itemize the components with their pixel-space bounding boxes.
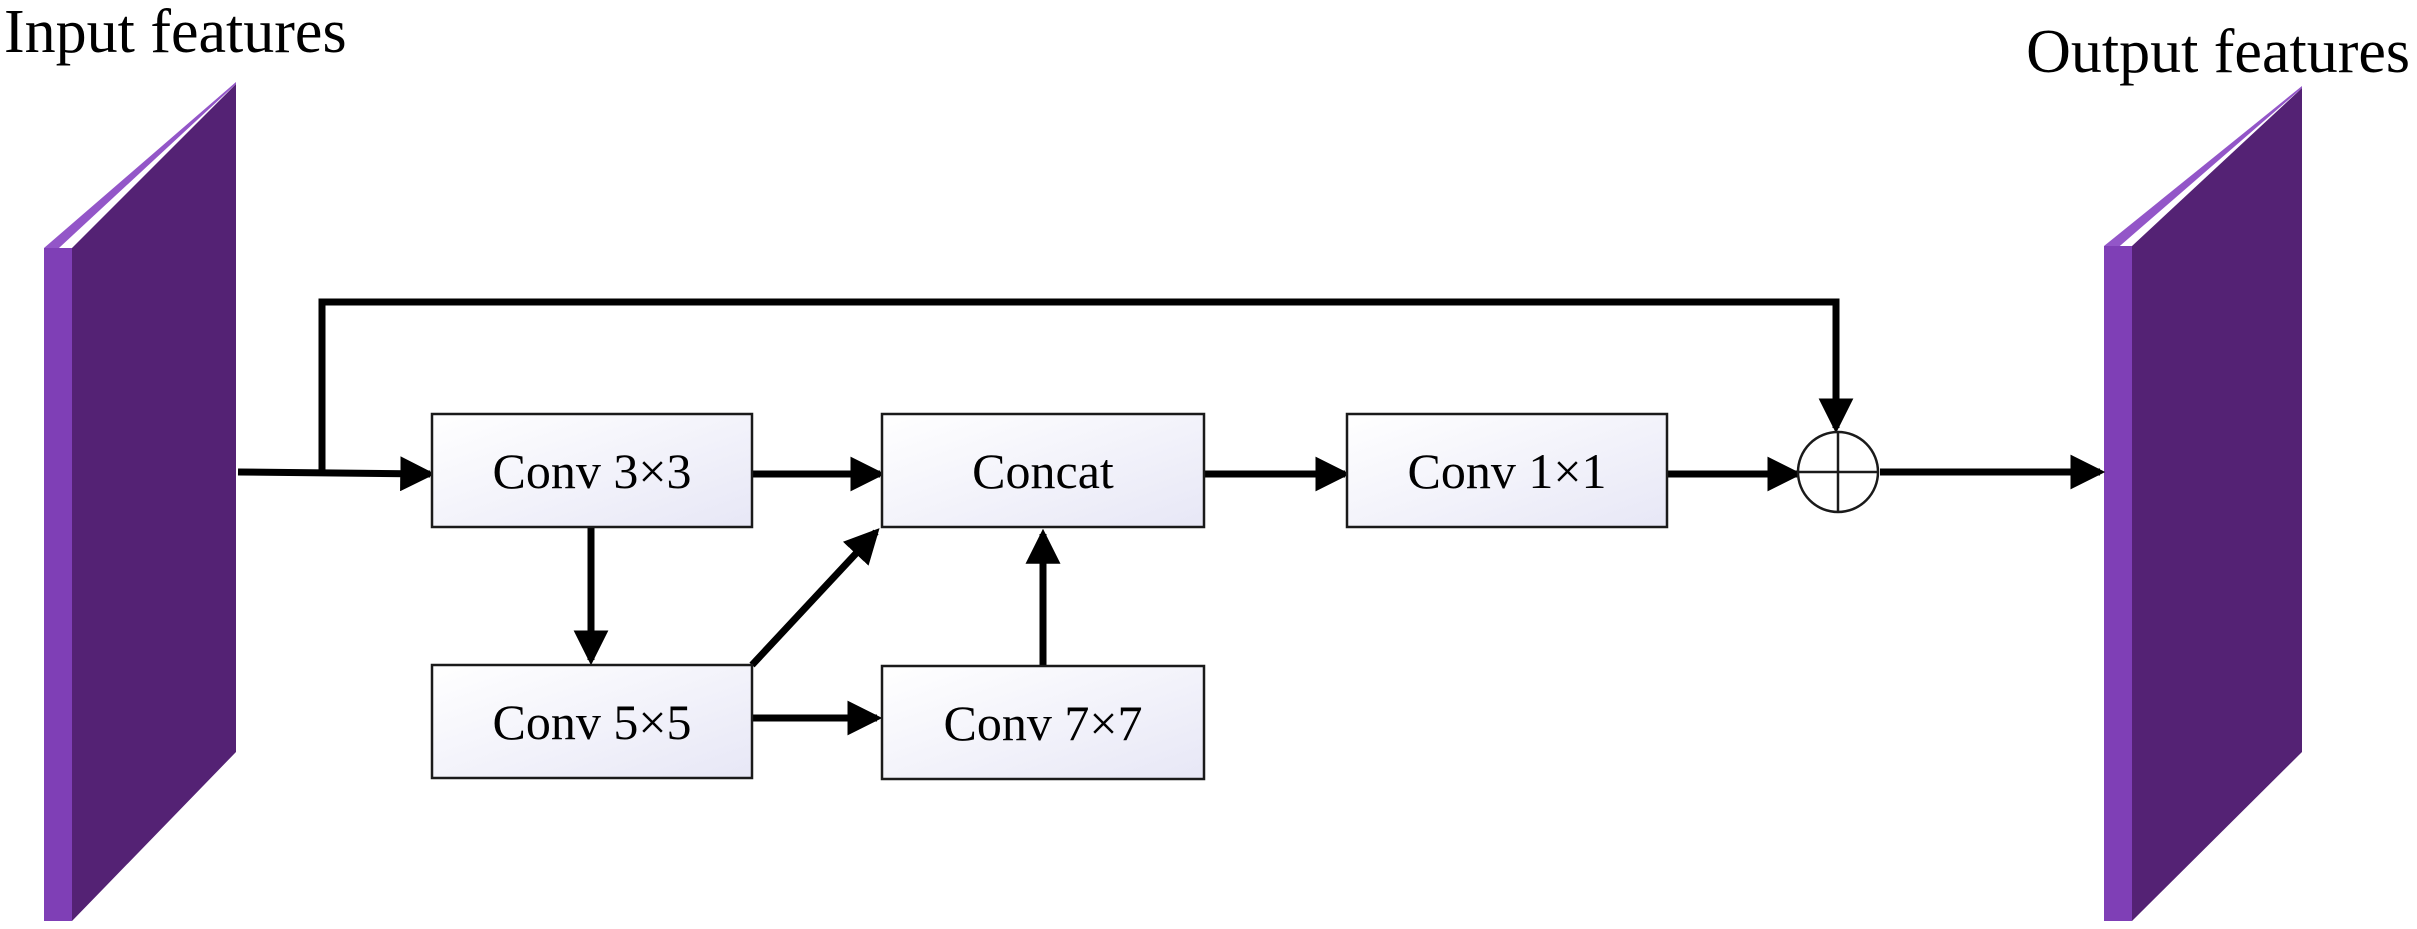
conv3-box: [430, 412, 754, 529]
arrow-conv5-to-concat: [749, 528, 880, 668]
concat-block: Concat: [880, 412, 1206, 529]
conv3-label: Conv 3×3: [492, 443, 691, 499]
input-slab-side-face: [44, 248, 72, 921]
conv5-block: Conv 5×5: [430, 663, 754, 780]
conv3-block: Conv 3×3: [430, 412, 754, 529]
output-slab-top-face: [2104, 86, 2302, 258]
conv1-block: Conv 1×1: [1345, 412, 1669, 529]
arrow-input-to-conv3: [237, 456, 436, 492]
conv1-box: [1345, 412, 1669, 529]
input-slab-top-face: [44, 82, 236, 260]
output-slab-side-face: [2104, 246, 2132, 921]
skip-connection-line: [318, 298, 1854, 474]
output-feature-map: [2104, 86, 2302, 921]
conv5-label: Conv 5×5: [492, 694, 691, 750]
conv1-label: Conv 1×1: [1407, 443, 1606, 499]
input-slab-front-face: [72, 84, 236, 921]
output-features-label: Output features: [2026, 18, 2410, 86]
concat-box: [880, 412, 1206, 529]
conv7-block: Conv 7×7: [880, 664, 1206, 781]
conv7-box: [880, 664, 1206, 781]
conv7-label: Conv 7×7: [943, 695, 1142, 751]
elementwise-sum-node: [1796, 430, 1880, 514]
connections: [237, 298, 2106, 736]
conv5-box: [430, 663, 754, 780]
input-features-label: Input features: [4, 0, 347, 66]
concat-label: Concat: [972, 443, 1114, 499]
output-slab-front-face: [2132, 88, 2302, 921]
input-feature-map: [44, 82, 236, 921]
